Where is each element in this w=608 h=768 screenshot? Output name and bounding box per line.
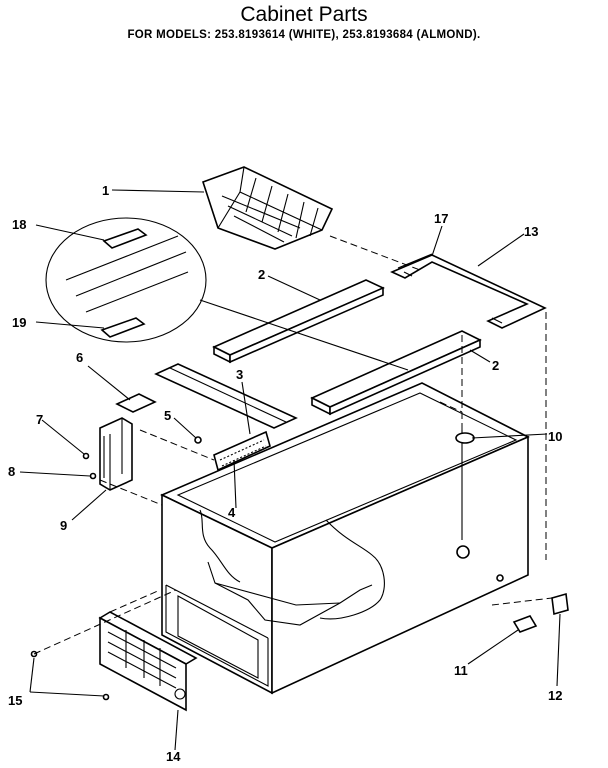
callout-label: 11 [454,663,468,678]
callout-label: 13 [524,224,538,239]
rail-upper [212,279,385,364]
callout-label: 6 [76,350,83,365]
page-title: Cabinet Parts [240,3,368,26]
small-hardware [30,432,569,701]
callout-label: 8 [8,464,15,479]
callout-label: 3 [236,367,243,382]
front-frame-rail [154,363,298,429]
callout-label: 4 [228,505,236,520]
callout-label: 5 [164,408,171,423]
callout-label: 7 [36,412,43,427]
callout-label: 10 [548,429,562,444]
base-grille-panel [98,611,198,712]
callout-labels: 1 2 2 3 4 5 6 7 8 9 10 11 12 13 14 15 17… [8,183,562,764]
callout-label: 2 [258,267,265,282]
wire-basket [202,166,334,250]
detail-zoom-circle [45,217,409,371]
rail-middle [310,330,482,416]
callout-label: 18 [12,217,26,232]
guide-lines [33,235,553,655]
corner-frame [390,253,547,329]
callout-label: 14 [166,749,181,764]
models-subtitle: FOR MODELS: 253.8193614 (WHITE), 253.819… [127,29,481,41]
freezer-cabinet [160,382,530,695]
callout-label: 12 [548,688,562,703]
callout-label: 9 [60,518,67,533]
callout-label: 17 [434,211,448,226]
hinge-bracket-assembly [99,393,157,491]
callout-label: 19 [12,315,26,330]
leader-lines [19,189,561,751]
callout-label: 15 [8,693,22,708]
callout-label: 1 [102,183,109,198]
callout-label: 2 [492,358,499,373]
hinge-plate-panel [213,430,271,472]
